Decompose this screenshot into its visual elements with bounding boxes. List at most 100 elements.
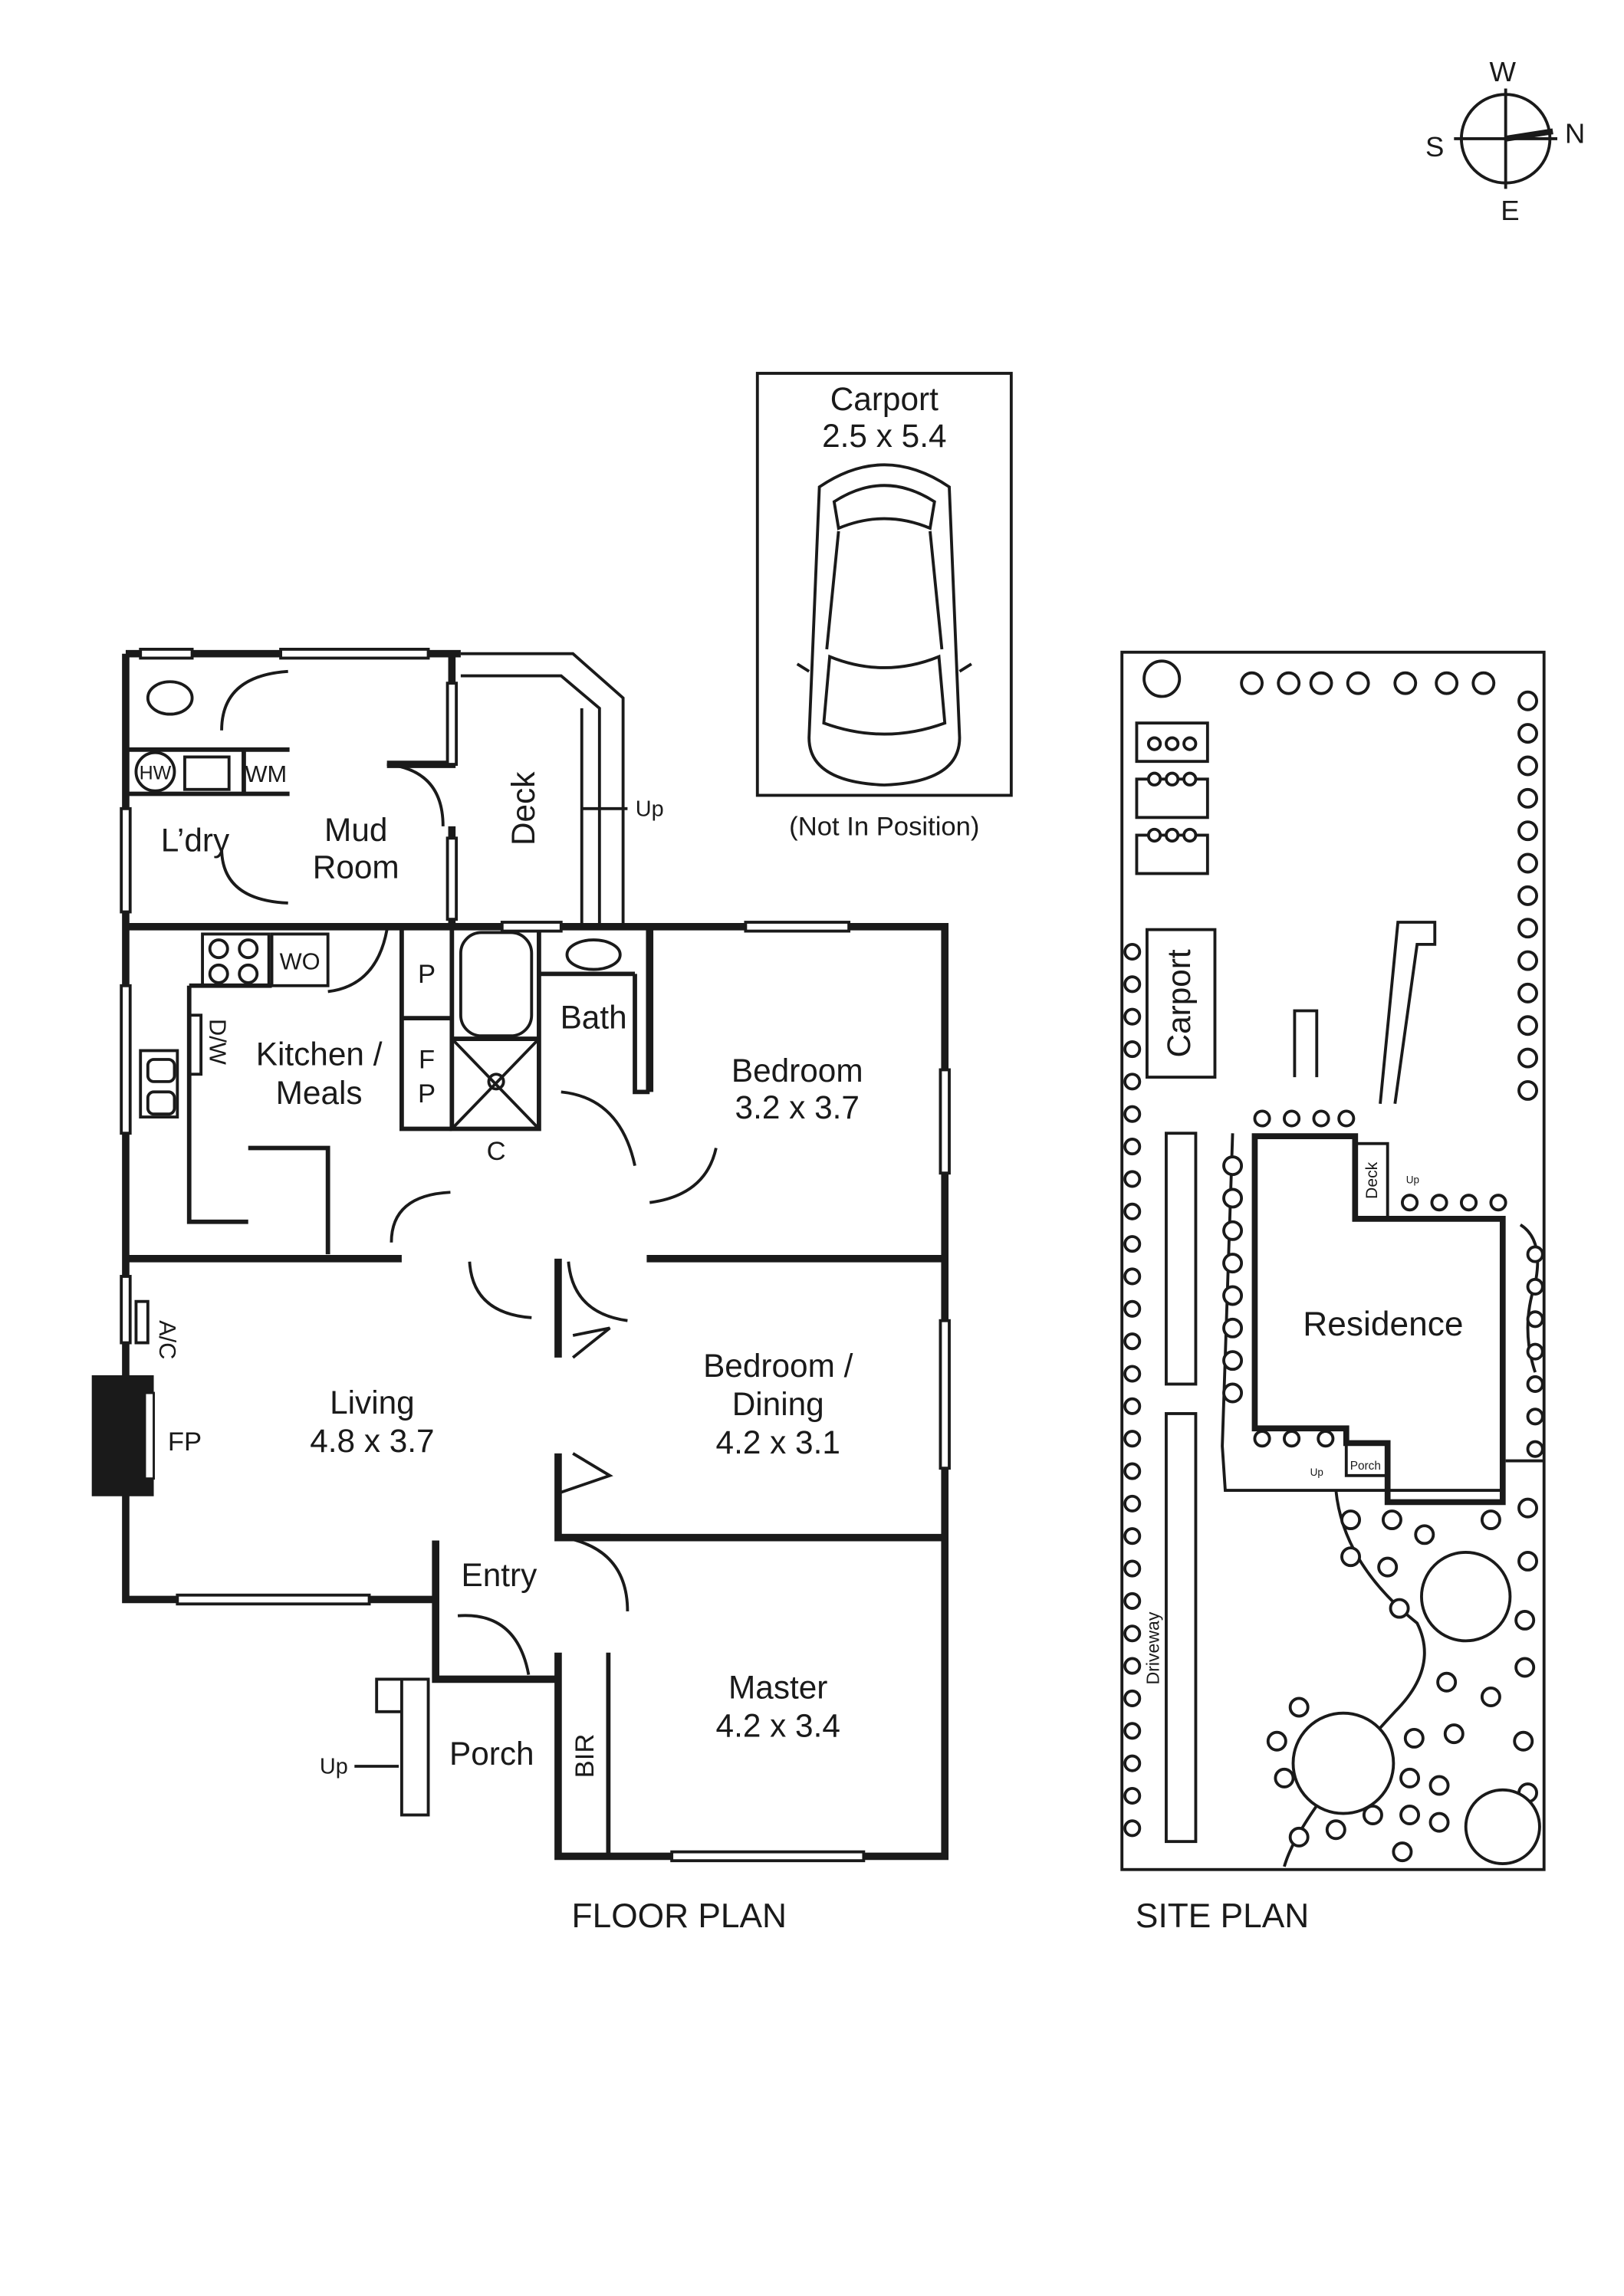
carport-title: Carport <box>830 381 939 417</box>
shrub-icon <box>1274 1767 1295 1789</box>
shrub-icon <box>1222 1382 1244 1404</box>
site-porch: Porch <box>1350 1460 1381 1473</box>
room-bedroom-size: 3.2 x 3.7 <box>735 1089 860 1125</box>
floor-plan-caption: FLOOR PLAN <box>572 1897 787 1935</box>
shrub-icon <box>1240 671 1264 695</box>
shrub-icon <box>1526 1407 1544 1426</box>
room-bedroom-dining: Bedroom / <box>703 1348 853 1384</box>
shrub-icon <box>1123 1786 1142 1805</box>
shrub-icon <box>1340 1546 1362 1568</box>
shrub-icon <box>1123 1754 1142 1772</box>
carport-note: (Not In Position) <box>789 812 979 841</box>
shrub-icon <box>1471 671 1496 695</box>
shrub-icon <box>1526 1342 1544 1361</box>
fixture-bir: BIR <box>570 1734 600 1779</box>
shrub-icon <box>1436 1671 1458 1693</box>
room-living: Living <box>330 1384 415 1421</box>
shrub-icon <box>1517 1550 1539 1572</box>
room-kitchen: Kitchen / <box>256 1036 383 1072</box>
shrub-icon <box>1517 852 1539 874</box>
shrub-icon <box>1428 1812 1450 1833</box>
shrub-icon <box>1517 723 1539 744</box>
site-deck-up: Up <box>1406 1174 1419 1186</box>
shrub-icon <box>1517 755 1539 777</box>
compass-east: E <box>1501 195 1519 226</box>
fixture-hw: HW <box>140 762 172 783</box>
shrub-icon <box>1123 1397 1142 1415</box>
shrub-icon <box>1480 1687 1501 1708</box>
compass-north: N <box>1565 118 1585 149</box>
shrub-icon <box>1123 1462 1142 1480</box>
shrub-icon <box>1517 690 1539 711</box>
fixture-deck-up: Up <box>636 797 664 821</box>
large-trees <box>1291 1550 1541 1865</box>
fixture-porch-up: Up <box>320 1755 348 1779</box>
shrub-icon <box>1312 1109 1330 1128</box>
shrub-icon <box>1123 1689 1142 1708</box>
shrub-icon <box>1123 1040 1142 1059</box>
room-laundry: L’dry <box>161 823 230 859</box>
shrub-icon <box>1123 1559 1142 1578</box>
fixture-ac: A/C <box>154 1320 181 1359</box>
shrub-icon <box>1399 1767 1421 1789</box>
shrub-icon <box>1392 1841 1413 1863</box>
shrub-icon <box>1443 1723 1465 1745</box>
shrub-icon <box>1346 671 1370 695</box>
shrub-icon <box>1123 1527 1142 1545</box>
room-bedroom: Bedroom <box>731 1053 863 1089</box>
shrub-icon <box>1123 1267 1142 1286</box>
carport-detail: Carport 2.5 x 5.4 (Not In Position) <box>755 372 1013 841</box>
room-master: Master <box>728 1669 827 1705</box>
shrub-icon <box>1123 1365 1142 1383</box>
fixture-fridge: F <box>419 1046 435 1075</box>
shrub-icon <box>1517 1047 1539 1069</box>
shrub-icon <box>1517 950 1539 971</box>
shrub-icon <box>1400 1194 1419 1212</box>
shrub-icon <box>1288 1697 1310 1718</box>
carport-size: 2.5 x 5.4 <box>822 418 946 454</box>
fixture-fp: FP <box>168 1427 202 1457</box>
shrub-icon <box>1517 1015 1539 1036</box>
shrub-icon <box>1399 1805 1421 1825</box>
shrub-icon <box>1514 1657 1536 1678</box>
shrub-icon <box>1123 1494 1142 1513</box>
site-residence: Residence <box>1303 1306 1463 1343</box>
shrub-icon <box>1517 820 1539 842</box>
room-master-size: 4.2 x 3.4 <box>716 1707 840 1743</box>
shrub-icon <box>1526 1375 1544 1394</box>
fixture-wm: WM <box>245 760 287 787</box>
shrub-icon <box>1340 1509 1362 1531</box>
shrub-icon <box>1514 1609 1536 1631</box>
shrub-icon <box>1526 1440 1544 1458</box>
shrub-icon <box>1277 671 1301 695</box>
room-porch: Porch <box>449 1736 534 1772</box>
shrub-icon <box>1517 918 1539 939</box>
shrub-icon <box>1517 885 1539 906</box>
site-plan: Carport Residence Deck Up Porch Up Drive… <box>1120 650 1546 1935</box>
shrub-icon <box>1222 1155 1244 1177</box>
shrub-icon <box>1435 671 1459 695</box>
shrub-icon <box>1517 1079 1539 1101</box>
shrub-icon <box>1123 942 1142 961</box>
shrub-icon <box>1182 736 1198 751</box>
room-bath: Bath <box>561 1000 627 1036</box>
shrub-icon <box>1459 1194 1478 1212</box>
shrub-icon <box>1517 982 1539 1003</box>
shrub-icon <box>1283 1109 1301 1128</box>
shrub-icon <box>1222 1350 1244 1371</box>
floor-plan: L’dry Mud Room Deck Kitchen / Meals Bath… <box>91 647 951 1935</box>
site-carport: Carport <box>1161 949 1197 1057</box>
shrub-icon <box>1146 827 1162 843</box>
shrub-icon <box>1146 736 1162 751</box>
shrub-icon <box>1381 1509 1402 1531</box>
room-living-size: 4.8 x 3.7 <box>310 1423 434 1459</box>
shrub-icon <box>1222 1285 1244 1306</box>
shrub-icon <box>1123 1072 1142 1091</box>
shrub-icon <box>1123 1105 1142 1123</box>
shrub-icon <box>1123 1430 1142 1448</box>
shrub-icon <box>1123 1235 1142 1253</box>
fixture-pantry-2: P <box>418 1079 436 1109</box>
shrub-icon <box>1362 1805 1383 1825</box>
shrub-icon <box>1513 1730 1534 1752</box>
